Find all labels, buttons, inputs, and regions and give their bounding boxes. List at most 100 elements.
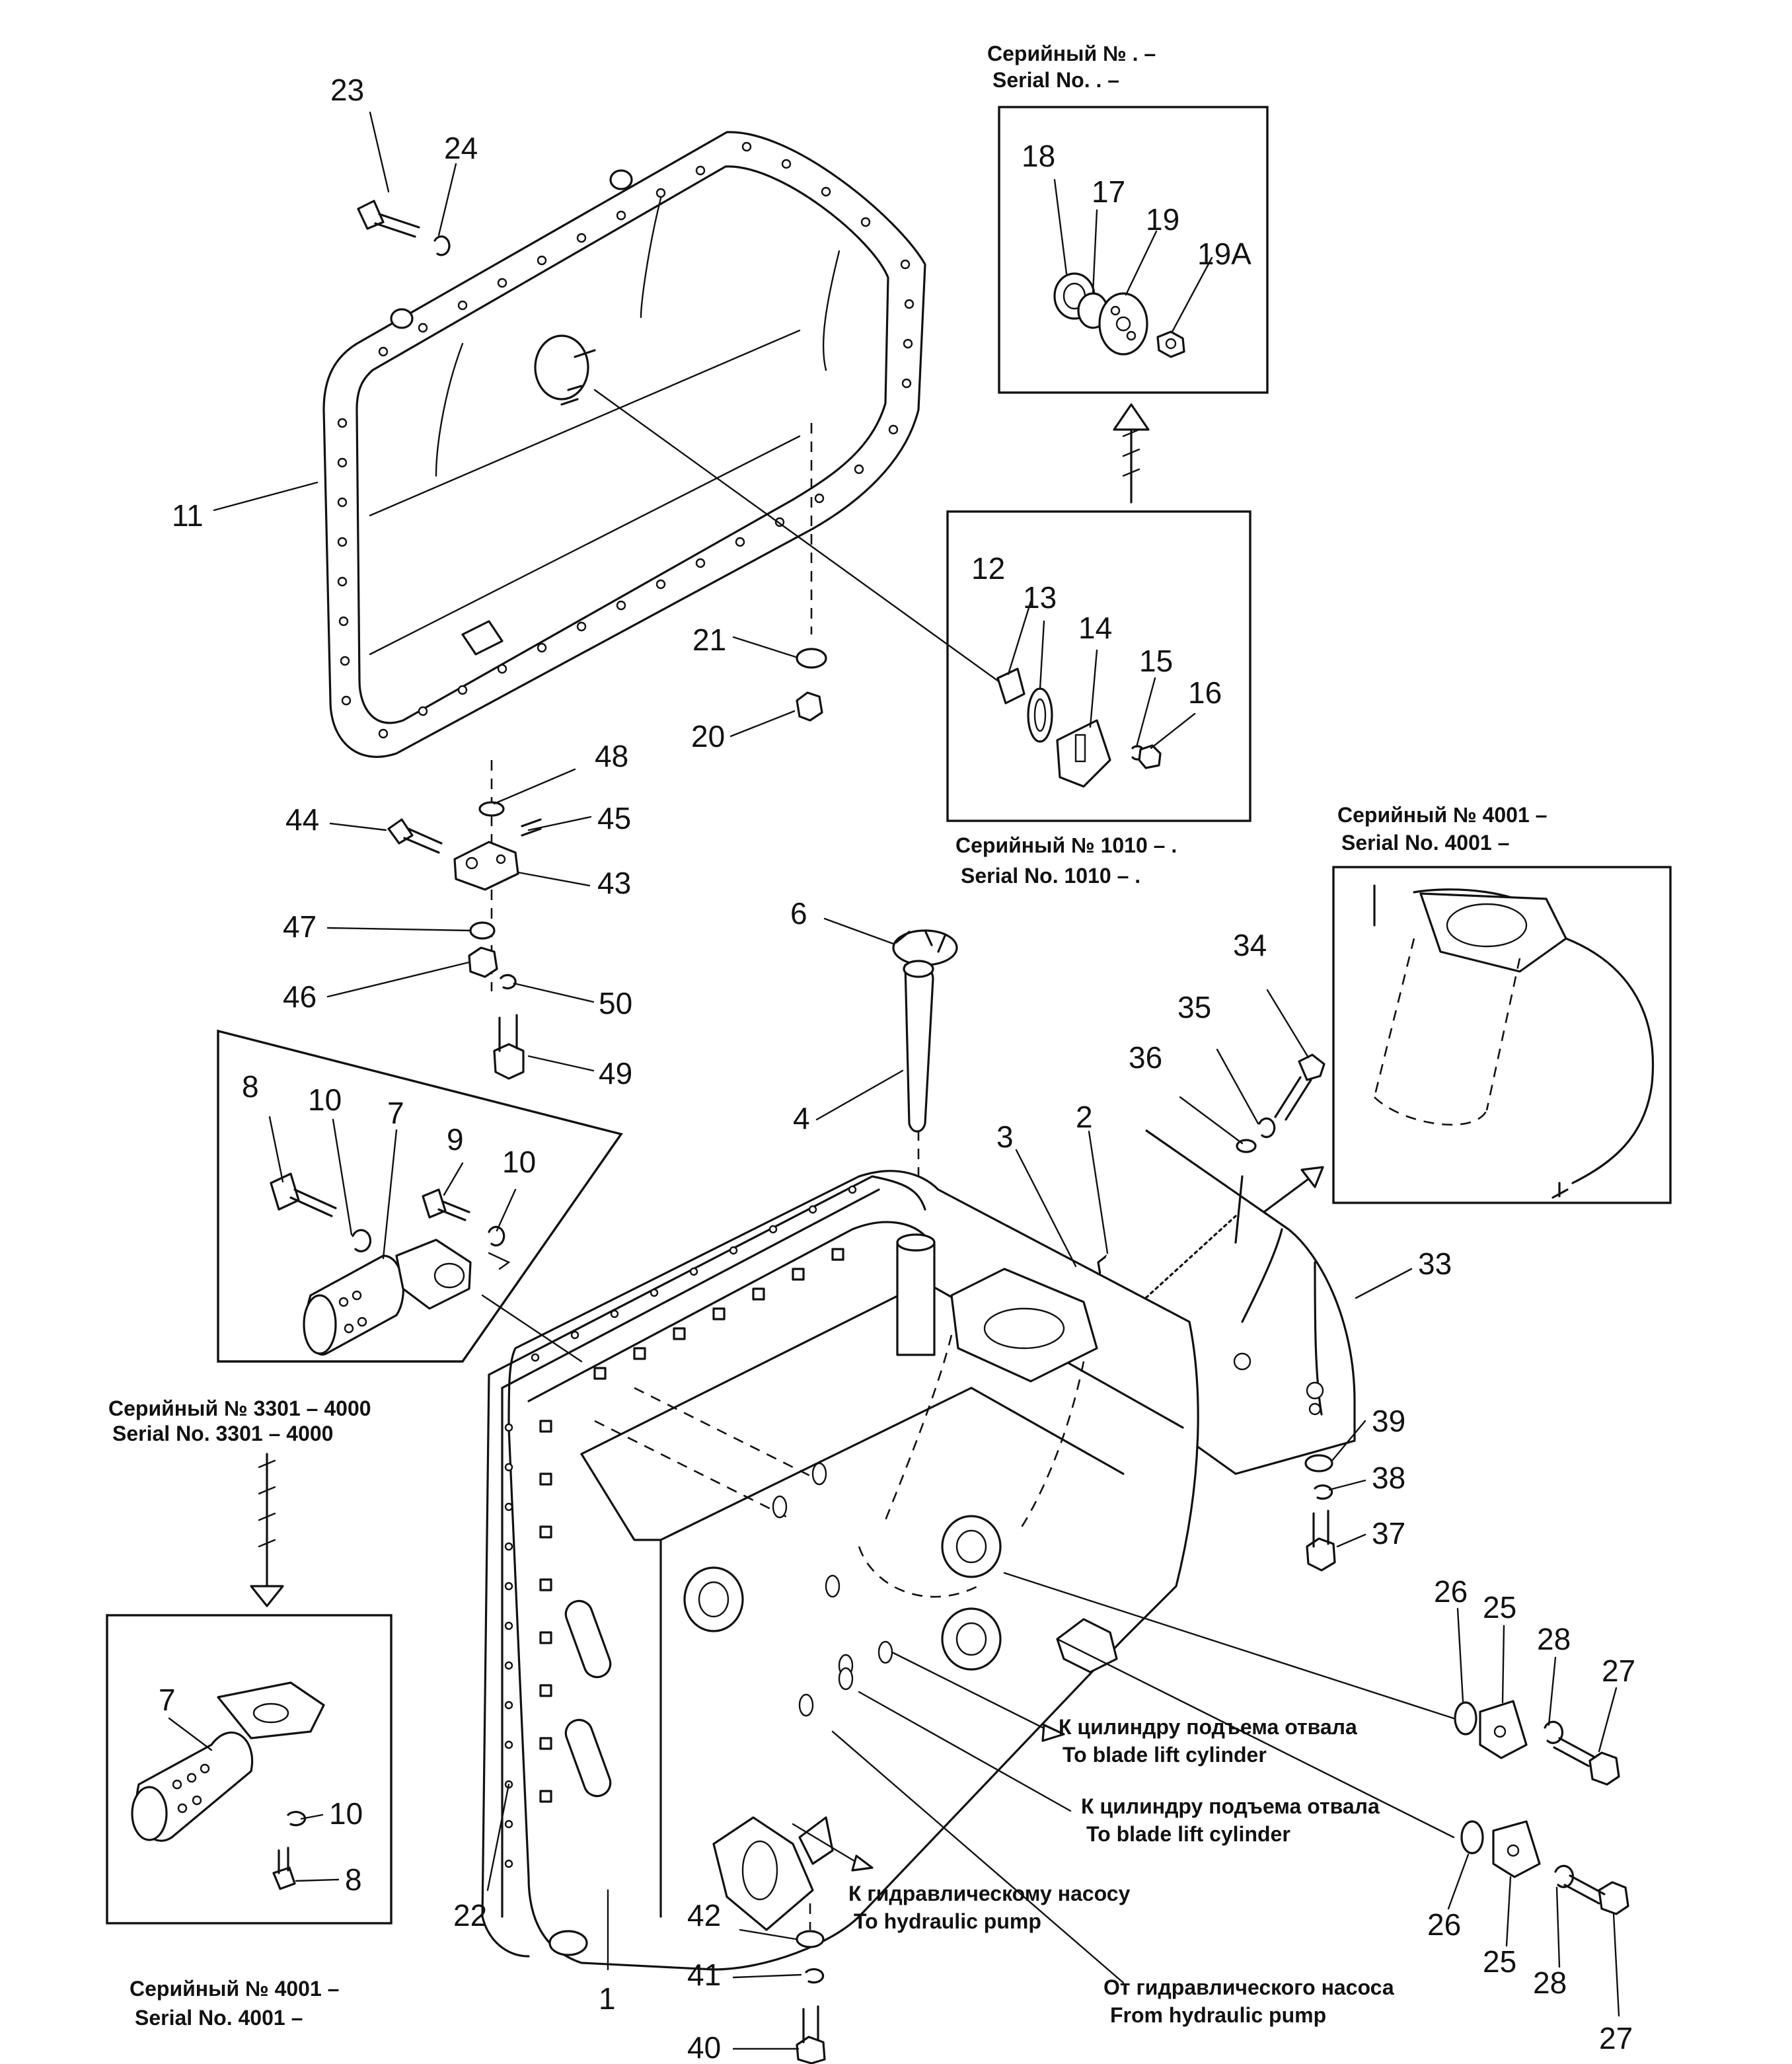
callout-8-bottom: 8	[345, 1862, 362, 1897]
bolt-37	[1306, 1510, 1336, 1572]
callout-11: 11	[172, 498, 204, 533]
washer-24	[433, 235, 451, 256]
callout-18: 18	[1022, 139, 1055, 173]
callout-10-bottom: 10	[329, 1796, 363, 1831]
callout-26-upper: 26	[1434, 1574, 1468, 1609]
callout-39: 39	[1372, 1404, 1405, 1438]
callout-26-lower: 26	[1427, 1907, 1461, 1942]
callout-20: 20	[691, 719, 725, 753]
callout-45: 45	[597, 801, 631, 835]
callout-27-upper: 27	[1602, 1654, 1635, 1688]
washer-38	[1314, 1484, 1333, 1500]
callout-24: 24	[444, 131, 478, 165]
flange-upper	[1454, 1700, 1620, 1786]
caption-middle-ru: Серийный № 1010 – .	[955, 833, 1177, 857]
callout-7-bottom: 7	[159, 1683, 176, 1717]
tank-cover-11	[322, 131, 926, 758]
label-blade-lift-2-ru: К цилиндру подъема отвала	[1081, 1794, 1380, 1818]
callout-47: 47	[283, 909, 317, 944]
callout-21: 21	[692, 623, 726, 657]
label-to-pump-ru: К гидравлическому насосу	[848, 1882, 1131, 1905]
arrow-to-right-inset	[1261, 1166, 1324, 1215]
inset-top-parts	[1053, 272, 1185, 358]
callout-8-left: 8	[242, 1069, 259, 1104]
callout-12: 12	[971, 551, 1005, 586]
callout-41: 41	[687, 1958, 721, 1992]
callout-40: 40	[687, 2030, 721, 2064]
callout-37: 37	[1372, 1516, 1405, 1550]
inset-box-right	[1332, 866, 1672, 1204]
callout-48: 48	[595, 739, 628, 773]
inset-box-top	[998, 106, 1269, 394]
callout-10-left: 10	[308, 1083, 342, 1117]
callout-28-upper: 28	[1537, 1622, 1571, 1656]
callout-numbers: 23 24 11 12 13 14 15 16 18 17 19 19A 21 …	[159, 73, 1635, 2064]
callout-25-upper: 25	[1483, 1590, 1516, 1624]
caption-right-en: Serial No. 4001 –	[1341, 831, 1509, 855]
callout-35: 35	[1177, 990, 1211, 1024]
washer-35	[1258, 1117, 1276, 1138]
callout-7-left: 7	[387, 1096, 404, 1130]
callout-28-lower: 28	[1533, 1966, 1567, 2000]
inset-box-bottom	[106, 1614, 392, 1925]
washer-42	[796, 1930, 825, 1948]
serial-captions: Серийный № . – Serial No. . – Серийный №…	[108, 42, 1547, 2030]
callout-10-right: 10	[502, 1145, 536, 1179]
callout-43: 43	[597, 866, 631, 900]
callout-22: 22	[453, 1898, 487, 1932]
callout-27-lower: 27	[1599, 2021, 1633, 2055]
callout-36: 36	[1129, 1040, 1162, 1075]
callout-44: 44	[285, 802, 319, 837]
arrow-up-to-top-inset	[1113, 403, 1150, 504]
strainer-4	[903, 960, 934, 1236]
callout-46: 46	[283, 979, 317, 1014]
washer-39	[1304, 1454, 1333, 1472]
callout-23: 23	[330, 73, 364, 107]
callout-49: 49	[599, 1056, 632, 1090]
bolt-40	[796, 2005, 826, 2064]
callout-6: 6	[790, 896, 807, 931]
caption-right-ru: Серийный № 4001 –	[1337, 803, 1547, 827]
callout-9: 9	[447, 1122, 464, 1157]
callout-1: 1	[599, 1981, 616, 2016]
flow-lines	[481, 389, 1455, 1984]
callout-leaders	[168, 111, 1620, 2050]
callout-19: 19	[1146, 202, 1179, 237]
label-from-pump-en: From hydraulic pump	[1110, 2003, 1326, 2027]
inset-bottom-parts	[131, 1681, 325, 1890]
inset-box-middle	[946, 510, 1251, 822]
caption-left-ru: Серийный № 3301 – 4000	[108, 1396, 371, 1420]
callout-2: 2	[1076, 1100, 1093, 1134]
inset-box-left	[217, 1029, 623, 1363]
caption-middle-en: Serial No. 1010 – .	[961, 864, 1140, 888]
caption-top-en: Serial No. . –	[992, 68, 1119, 92]
callout-34: 34	[1233, 928, 1267, 962]
flow-labels: К цилиндру подъема отвала To blade lift …	[848, 1715, 1394, 2027]
bolt-34	[1274, 1053, 1325, 1121]
inset-middle-parts	[996, 668, 1162, 788]
callout-50: 50	[599, 986, 632, 1020]
label-from-pump-ru: От гидравлического насоса	[1103, 1975, 1394, 1999]
callout-33: 33	[1418, 1246, 1452, 1281]
callout-25-lower: 25	[1483, 1944, 1516, 1979]
caption-bottom-ru: Серийный № 4001 –	[130, 1977, 339, 2001]
caption-left-en: Serial No. 3301 – 4000	[112, 1422, 333, 1445]
callout-38: 38	[1372, 1461, 1405, 1495]
drain-plug-20	[796, 423, 827, 722]
caption-top-ru: Серийный № . –	[987, 42, 1156, 65]
cover-plate-33	[1083, 1129, 1356, 1475]
arrow-down-to-bottom-inset	[250, 1453, 284, 1607]
callout-16: 16	[1188, 675, 1222, 710]
caption-bottom-en: Serial No. 4001 –	[135, 2006, 303, 2030]
hydraulic-tank-1	[481, 1170, 1199, 1971]
callout-19a: 19A	[1197, 237, 1251, 271]
callout-13: 13	[1023, 580, 1057, 615]
label-blade-lift-1-en: To blade lift cylinder	[1063, 1743, 1267, 1767]
label-blade-lift-1-ru: К цилиндру подъема отвала	[1059, 1715, 1357, 1739]
level-gauge-assembly	[387, 760, 542, 1080]
callout-4: 4	[793, 1101, 810, 1135]
callout-3: 3	[996, 1120, 1014, 1154]
label-blade-lift-2-en: To blade lift cylinder	[1086, 1822, 1290, 1846]
inset-left-parts	[270, 1172, 511, 1356]
